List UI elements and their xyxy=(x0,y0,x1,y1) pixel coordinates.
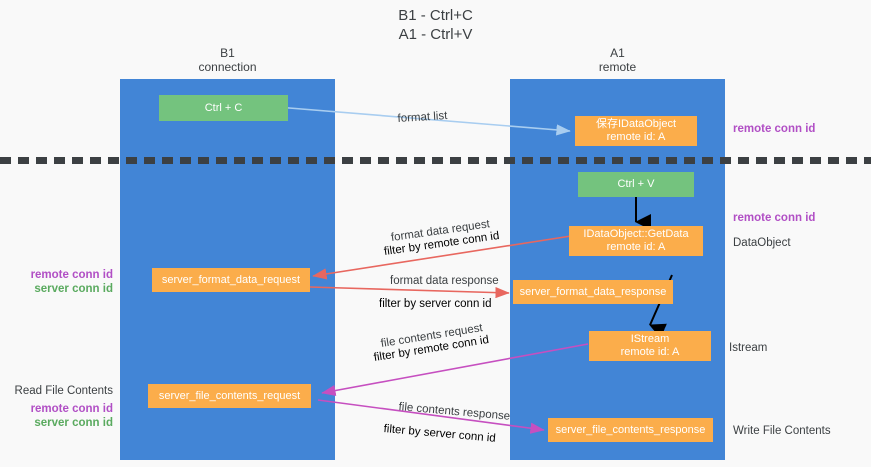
box-idataobject-getdata-line2: remote id: A xyxy=(606,241,666,253)
box-server-file-contents-request-line1: server_file_contents_request xyxy=(158,389,301,402)
side-label-read-file-contents: Read File Contents xyxy=(14,385,113,397)
filter-key-server-conn-id: server conn id xyxy=(419,298,492,310)
arrow-format-list xyxy=(276,106,571,136)
edge-label-format-data-response-filter: filter by server conn id xyxy=(379,297,492,311)
side-label-left-remote-conn-id: remote conn id xyxy=(30,269,113,281)
edge-label-format-data-response: format data response xyxy=(390,275,499,287)
side-label-left-server-conn-id: server conn id xyxy=(34,283,113,295)
arrow-file-contents-response xyxy=(317,399,545,434)
box-istream-line2: remote id: A xyxy=(620,346,680,358)
column-header-b1: B1 connection xyxy=(120,46,335,74)
column-header-a1-name: A1 xyxy=(610,46,625,60)
box-save-idataobject[interactable]: 保存IDataObject remote id: A xyxy=(575,116,697,146)
box-save-idataobject-line2: remote id: A xyxy=(606,131,666,143)
box-idataobject-getdata-line1: IDataObject::GetData xyxy=(583,228,689,240)
box-server-format-data-request[interactable]: server_format_data_request xyxy=(152,268,310,292)
column-header-a1-role: remote xyxy=(598,60,637,74)
box-ctrl-c-line1: Ctrl + C xyxy=(204,101,243,114)
side-label-istream: Istream xyxy=(729,342,768,354)
box-save-idataobject-line1: 保存IDataObject xyxy=(595,118,677,130)
filter-prefix: filter by xyxy=(379,298,420,310)
side-label-remote-conn-id-top: remote conn id xyxy=(733,123,816,135)
title-line-1: B1 - Ctrl+C xyxy=(398,7,473,24)
box-istream[interactable]: IStream remote id: A xyxy=(589,331,711,361)
side-label-remote-conn-id-mid: remote conn id xyxy=(733,212,816,224)
side-label-dataobject: DataObject xyxy=(733,237,791,249)
phase-divider xyxy=(0,157,871,164)
title-line-2: A1 - Ctrl+V xyxy=(398,26,473,43)
box-ctrl-v-line1: Ctrl + V xyxy=(617,178,655,190)
box-server-file-contents-request[interactable]: server_file_contents_request xyxy=(148,384,311,408)
column-header-b1-name: B1 xyxy=(220,46,235,60)
box-ctrl-c[interactable]: Ctrl + C xyxy=(159,95,288,121)
diagram-title: B1 - Ctrl+C A1 - Ctrl+V xyxy=(0,6,871,44)
box-server-format-data-response[interactable]: server_format_data_response xyxy=(513,280,673,304)
side-label-left-bottom-server-conn-id: server conn id xyxy=(34,417,113,429)
filter-prefix: filter by xyxy=(383,423,425,439)
box-ctrl-v[interactable]: Ctrl + V xyxy=(578,172,694,197)
column-header-a1: A1 remote xyxy=(510,46,725,74)
arrow-file-contents-request xyxy=(321,343,589,397)
box-server-format-data-request-line1: server_format_data_request xyxy=(161,273,301,286)
arrow-format-data-response xyxy=(309,286,510,299)
side-label-left-bottom-remote-conn-id: remote conn id xyxy=(30,403,113,415)
column-header-b1-role: connection xyxy=(198,60,257,74)
box-server-format-data-response-line1: server_format_data_response xyxy=(519,285,667,298)
box-server-file-contents-response[interactable]: server_file_contents_response xyxy=(548,418,713,442)
arrow-format-data-request xyxy=(312,235,572,280)
box-istream-line1: IStream xyxy=(630,333,670,345)
side-label-write-file-contents: Write File Contents xyxy=(733,425,831,437)
box-idataobject-getdata[interactable]: IDataObject::GetData remote id: A xyxy=(569,226,703,256)
box-server-file-contents-response-line1: server_file_contents_response xyxy=(555,423,706,436)
